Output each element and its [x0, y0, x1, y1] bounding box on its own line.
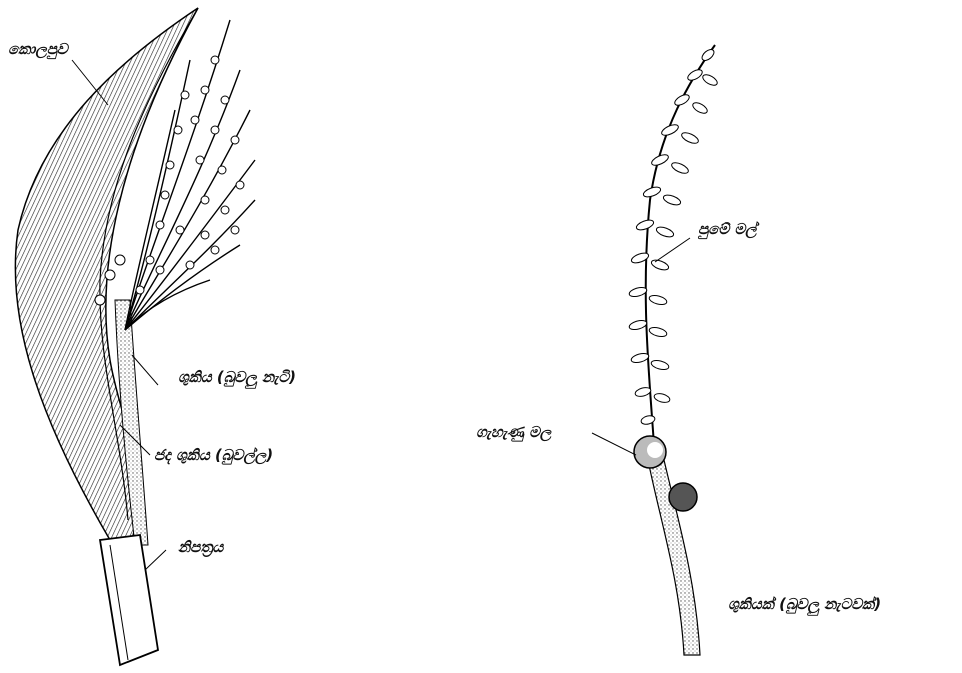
label-spikelet-right: ශුකියක් (බුවලු නැටවක්) [728, 597, 881, 612]
coconut-spikelet-right [592, 45, 719, 655]
label-spikelet-left: ශුකිය (බුවලු නැටි) [178, 370, 296, 385]
bract-shape [100, 535, 158, 665]
female-flower-2 [669, 483, 697, 511]
coconut-inflorescence-left [15, 8, 255, 665]
label-bract: නිපත්‍රය [178, 540, 223, 555]
label-male-flowers: පුමේ මල් [698, 222, 757, 237]
label-main-axis: ජද ශුකිය (බුවල්ල) [154, 448, 273, 463]
leader-female-flower [592, 433, 636, 455]
female-flower-1-highlight [647, 442, 663, 458]
label-spathe: කොලපුව [8, 42, 68, 57]
leader-male-flowers [655, 238, 690, 262]
label-female-flower: ගැහැණු මල [476, 425, 551, 440]
leader-bract [145, 550, 166, 570]
